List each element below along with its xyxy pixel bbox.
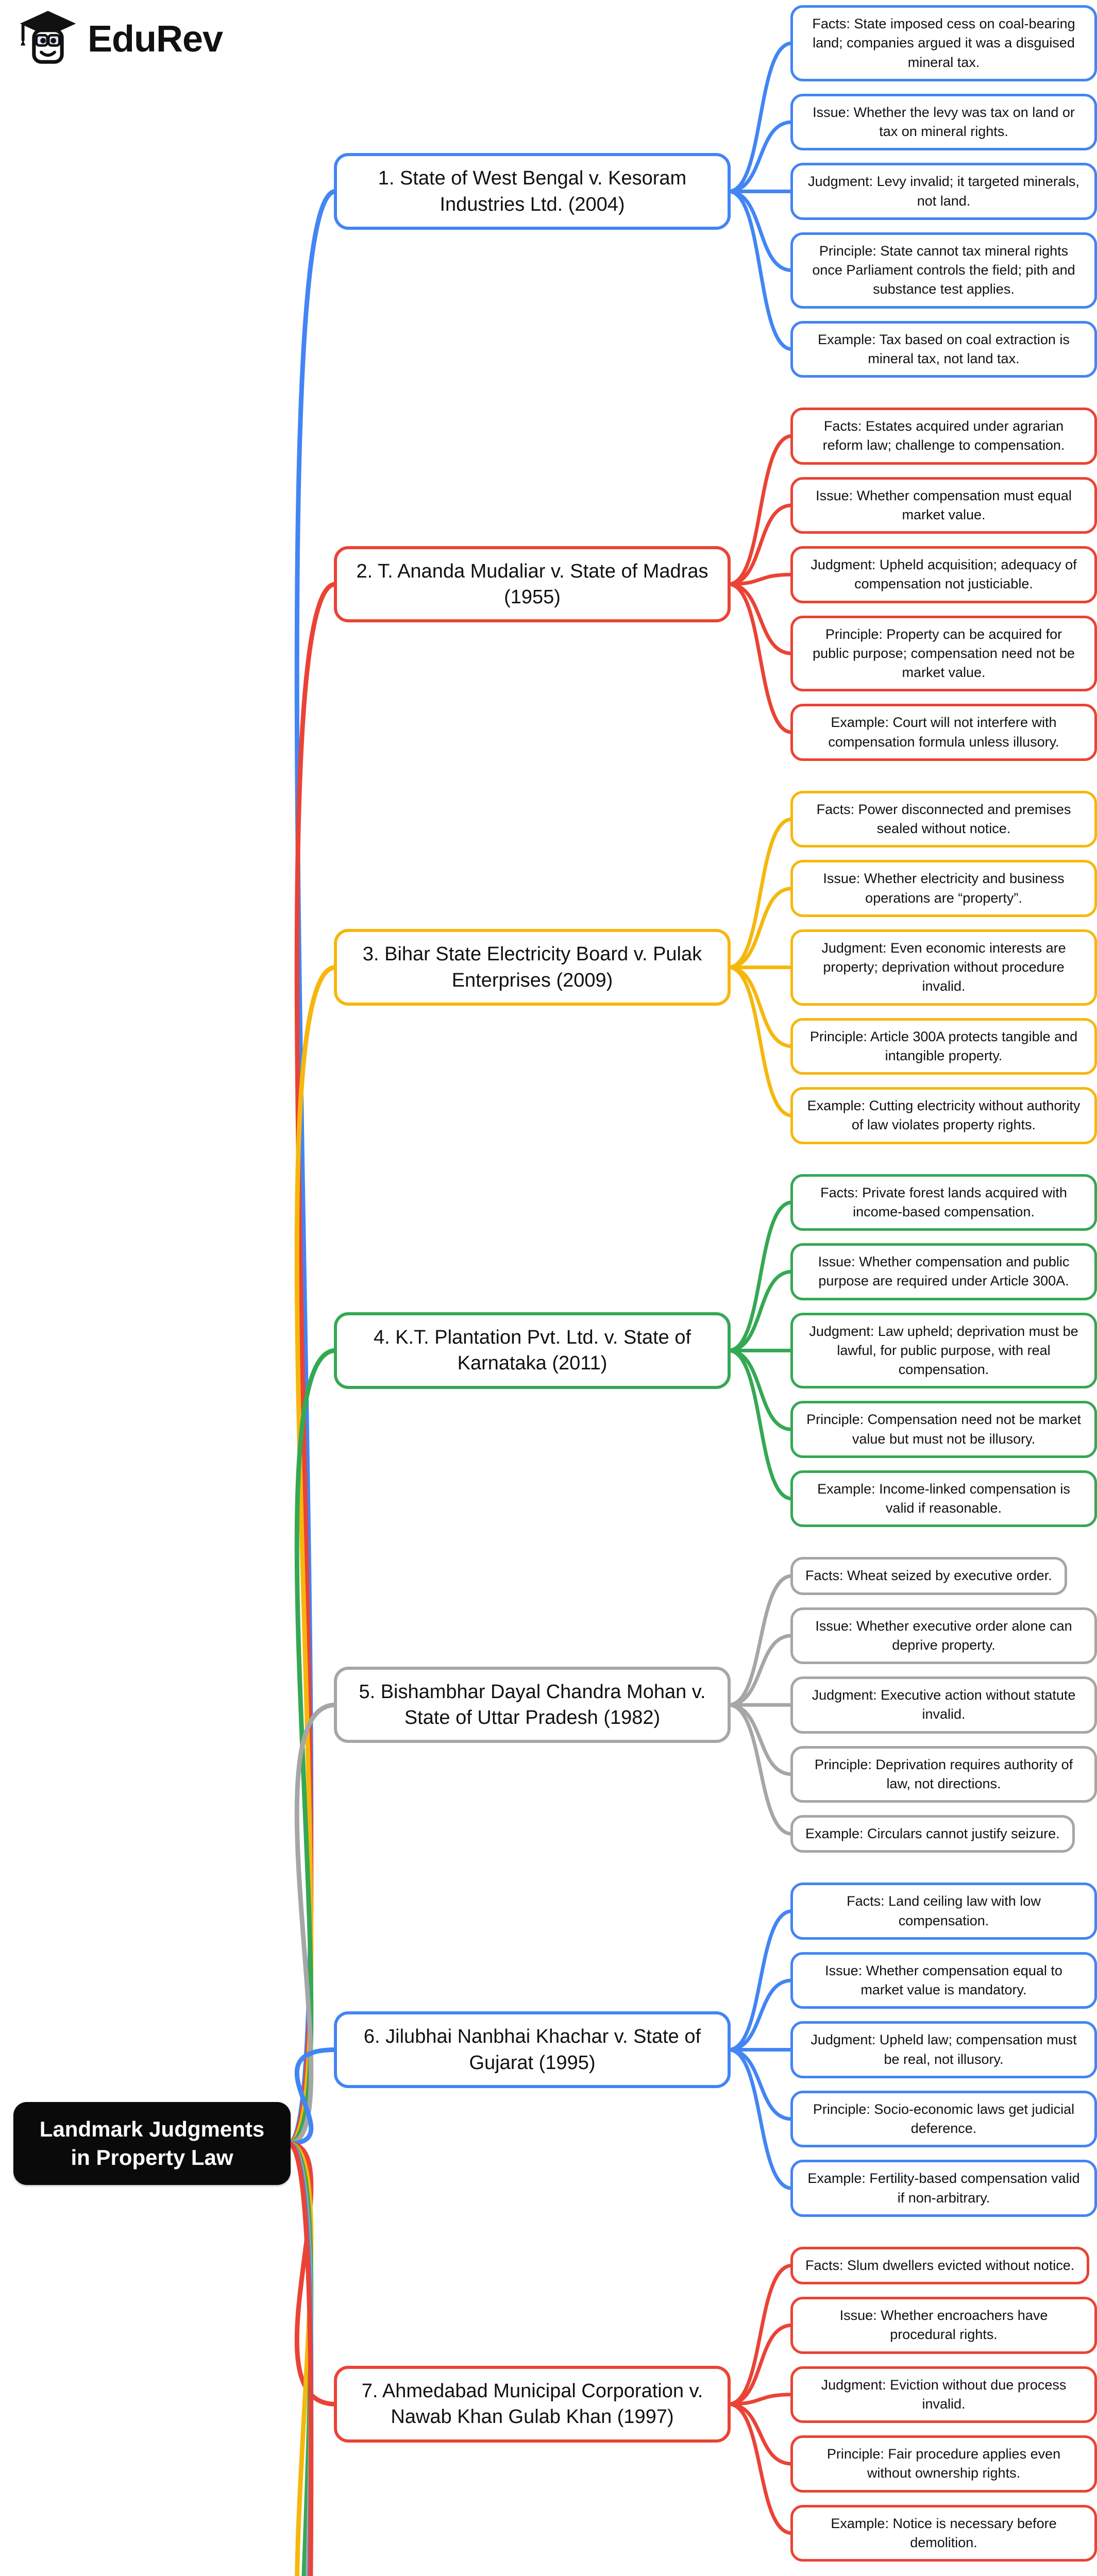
leaf-2-issue[interactable]: Issue: Whether compensation must equal m…	[790, 477, 1097, 534]
case-row-1: 1. State of West Bengal v. Kesoram Indus…	[334, 5, 1097, 378]
leaf-7-example[interactable]: Example: Notice is necessary before demo…	[790, 2504, 1097, 2562]
leaf-1-facts[interactable]: Facts: State imposed cess on coal-bearin…	[790, 5, 1097, 81]
leaf-5-judgment[interactable]: Judgment: Executive action without statu…	[790, 1676, 1097, 1734]
leaf-3-example[interactable]: Example: Cutting electricity without aut…	[790, 1087, 1097, 1144]
case-node-5[interactable]: 5. Bishambhar Dayal Chandra Mohan v. Sta…	[334, 1667, 731, 1743]
leaf-4-facts[interactable]: Facts: Private forest lands acquired wit…	[790, 1174, 1097, 1231]
leaf-1-issue[interactable]: Issue: Whether the levy was tax on land …	[790, 93, 1097, 151]
leaf-7-principle[interactable]: Principle: Fair procedure applies even w…	[790, 2435, 1097, 2493]
leaf-6-example[interactable]: Example: Fertility-based compensation va…	[790, 2160, 1097, 2217]
case-node-4[interactable]: 4. K.T. Plantation Pvt. Ltd. v. State of…	[334, 1312, 731, 1389]
leaf-7-issue[interactable]: Issue: Whether encroachers have procedur…	[790, 2297, 1097, 2354]
leaf-3-issue[interactable]: Issue: Whether electricity and business …	[790, 860, 1097, 917]
case-node-1[interactable]: 1. State of West Bengal v. Kesoram Indus…	[334, 153, 731, 230]
leaf-stack-4: Facts: Private forest lands acquired wit…	[790, 1174, 1097, 1528]
leaf-5-example[interactable]: Example: Circulars cannot justify seizur…	[790, 1815, 1075, 1853]
case-row-7: 7. Ahmedabad Municipal Corporation v. Na…	[334, 2246, 1097, 2562]
leaf-3-principle[interactable]: Principle: Article 300A protects tangibl…	[790, 1018, 1097, 1075]
leaf-stack-2: Facts: Estates acquired under agrarian r…	[790, 408, 1097, 761]
leaf-stack-3: Facts: Power disconnected and premises s…	[790, 790, 1097, 1144]
leaf-4-judgment[interactable]: Judgment: Law upheld; deprivation must b…	[790, 1312, 1097, 1389]
case-row-4: 4. K.T. Plantation Pvt. Ltd. v. State of…	[334, 1174, 1097, 1528]
case-node-7[interactable]: 7. Ahmedabad Municipal Corporation v. Na…	[334, 2366, 731, 2443]
leaf-2-facts[interactable]: Facts: Estates acquired under agrarian r…	[790, 408, 1097, 465]
case-row-2: 2. T. Ananda Mudaliar v. State of Madras…	[334, 408, 1097, 761]
leaf-6-facts[interactable]: Facts: Land ceiling law with low compens…	[790, 1883, 1097, 1940]
leaf-5-issue[interactable]: Issue: Whether executive order alone can…	[790, 1607, 1097, 1664]
leaf-4-issue[interactable]: Issue: Whether compensation and public p…	[790, 1243, 1097, 1300]
leaf-2-principle[interactable]: Principle: Property can be acquired for …	[790, 615, 1097, 692]
edurev-logo-text: EduRev	[88, 18, 223, 60]
case-node-6[interactable]: 6. Jilubhai Nanbhai Khachar v. State of …	[334, 2011, 731, 2088]
leaf-5-facts[interactable]: Facts: Wheat seized by executive order.	[790, 1557, 1067, 1595]
leaf-6-issue[interactable]: Issue: Whether compensation equal to mar…	[790, 1952, 1097, 2009]
leaf-stack-6: Facts: Land ceiling law with low compens…	[790, 1883, 1097, 2217]
leaf-5-principle[interactable]: Principle: Deprivation requires authorit…	[790, 1745, 1097, 1803]
case-node-3[interactable]: 3. Bihar State Electricity Board v. Pula…	[334, 929, 731, 1006]
case-row-6: 6. Jilubhai Nanbhai Khachar v. State of …	[334, 1883, 1097, 2217]
leaf-1-judgment[interactable]: Judgment: Levy invalid; it targeted mine…	[790, 163, 1097, 220]
leaf-stack-5: Facts: Wheat seized by executive order. I…	[790, 1557, 1097, 1853]
leaf-7-facts[interactable]: Facts: Slum dwellers evicted without not…	[790, 2246, 1090, 2284]
leaf-stack-1: Facts: State imposed cess on coal-bearin…	[790, 5, 1097, 378]
leaf-2-judgment[interactable]: Judgment: Upheld acquisition; adequacy o…	[790, 546, 1097, 603]
leaf-4-principle[interactable]: Principle: Compensation need not be mark…	[790, 1401, 1097, 1458]
leaf-1-principle[interactable]: Principle: State cannot tax mineral righ…	[790, 232, 1097, 309]
root-node[interactable]: Landmark Judgments in Property Law	[13, 2102, 291, 2185]
leaf-7-judgment[interactable]: Judgment: Eviction without due process i…	[790, 2366, 1097, 2423]
edurev-logo: EduRev	[18, 7, 223, 71]
leaf-3-facts[interactable]: Facts: Power disconnected and premises s…	[790, 790, 1097, 848]
case-row-5: 5. Bishambhar Dayal Chandra Mohan v. Sta…	[334, 1557, 1097, 1853]
leaf-1-example[interactable]: Example: Tax based on coal extraction is…	[790, 320, 1097, 378]
edurev-mascot-icon	[18, 7, 78, 71]
leaf-2-example[interactable]: Example: Court will not interfere with c…	[790, 704, 1097, 761]
case-row-3: 3. Bihar State Electricity Board v. Pula…	[334, 790, 1097, 1144]
leaf-4-example[interactable]: Example: Income-linked compensation is v…	[790, 1470, 1097, 1528]
leaf-3-judgment[interactable]: Judgment: Even economic interests are pr…	[790, 929, 1097, 1006]
leaf-6-principle[interactable]: Principle: Socio-economic laws get judic…	[790, 2090, 1097, 2148]
case-node-2[interactable]: 2. T. Ananda Mudaliar v. State of Madras…	[334, 546, 731, 623]
leaf-6-judgment[interactable]: Judgment: Upheld law; compensation must …	[790, 2021, 1097, 2078]
mindmap-rows: 1. State of West Bengal v. Kesoram Indus…	[334, 0, 1097, 2576]
leaf-stack-7: Facts: Slum dwellers evicted without not…	[790, 2246, 1097, 2562]
